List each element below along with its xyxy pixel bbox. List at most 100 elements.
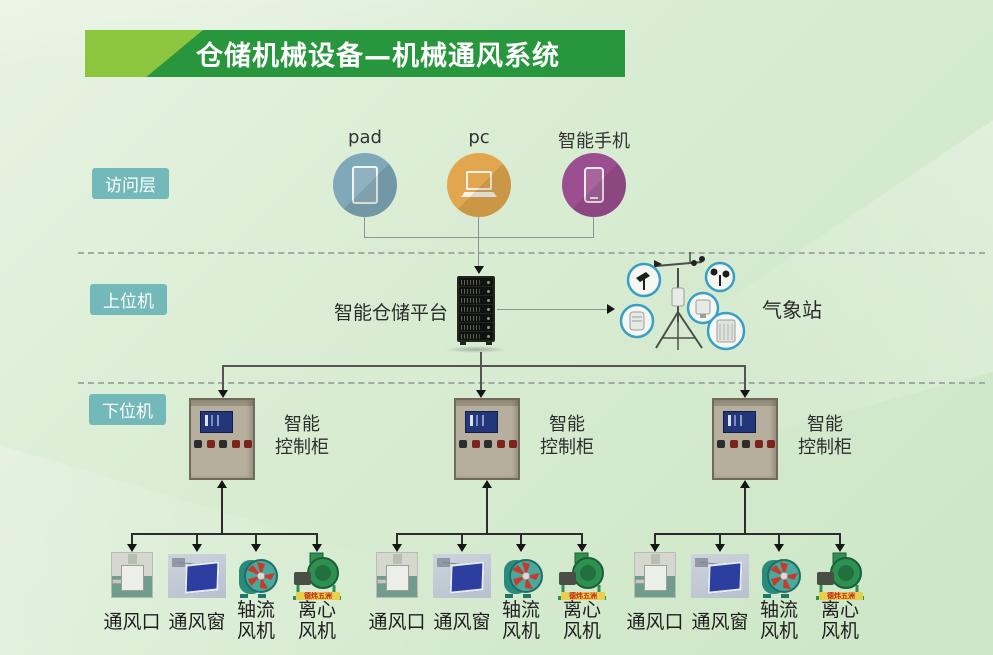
pad-label: pad bbox=[348, 127, 382, 148]
equipment-group: 德炜五洲 通风口 通风窗 轴流 风机 离心 风机 bbox=[626, 478, 876, 655]
connector-line bbox=[497, 309, 607, 310]
tree-line bbox=[744, 488, 746, 534]
tree-line bbox=[486, 488, 488, 534]
platform-label: 智能仓储平台 bbox=[333, 302, 448, 324]
cabinet-screen bbox=[723, 411, 756, 433]
arrowhead-up bbox=[217, 480, 227, 488]
device-label: 通风窗 bbox=[691, 611, 749, 633]
weather-station-label: 气象站 bbox=[762, 298, 822, 322]
page-title: 仓储机械设备—机械通风系统 bbox=[196, 41, 560, 72]
cabinet-label: 智能 控制柜 bbox=[540, 414, 594, 458]
cabinet-buttons bbox=[459, 440, 517, 448]
connector-line bbox=[480, 352, 482, 366]
server-shadow bbox=[444, 346, 508, 353]
tablet-icon bbox=[352, 166, 378, 204]
arrowhead-down bbox=[516, 544, 526, 552]
device-label: 轴流 风机 bbox=[501, 599, 540, 642]
arrowhead-down bbox=[218, 390, 228, 398]
vent-image bbox=[634, 552, 676, 598]
weather-station-icon bbox=[619, 252, 746, 351]
arrowhead-down bbox=[650, 544, 660, 552]
tree-bus bbox=[397, 533, 583, 535]
vent-image bbox=[111, 552, 153, 598]
connector-line bbox=[593, 217, 594, 237]
arrowhead-down bbox=[835, 544, 845, 552]
connector-line bbox=[478, 217, 479, 266]
smartphone-icon bbox=[584, 167, 604, 203]
connector-bus bbox=[364, 237, 594, 238]
axial-fan-image bbox=[755, 552, 803, 604]
cabinet-buttons bbox=[194, 440, 252, 448]
server-slot bbox=[459, 278, 493, 286]
device-label: 通风窗 bbox=[433, 611, 491, 633]
smartphone-label: 智能手机 bbox=[558, 131, 630, 152]
arrowhead-down bbox=[192, 544, 202, 552]
device-label: 轴流 风机 bbox=[236, 599, 275, 642]
axial-fan-image bbox=[232, 552, 280, 604]
title-banner: 仓储机械设备—机械通风系统 bbox=[85, 30, 625, 77]
server-slot bbox=[459, 287, 493, 295]
server-slot bbox=[459, 323, 493, 331]
device-label: 离心 风机 bbox=[562, 599, 601, 642]
layer-chip-lower: 下位机 bbox=[89, 394, 166, 425]
arrowhead-down bbox=[715, 544, 725, 552]
server-slot bbox=[459, 296, 493, 304]
server-rack-icon bbox=[457, 276, 495, 342]
device-label: 通风窗 bbox=[168, 611, 226, 633]
arrowhead-up bbox=[482, 480, 492, 488]
ventilation-window-image bbox=[168, 554, 226, 598]
layer-separator bbox=[78, 252, 985, 254]
arrowhead-down bbox=[251, 544, 261, 552]
laptop-icon bbox=[461, 171, 497, 199]
device-label: 通风口 bbox=[626, 611, 684, 633]
arrowhead-down bbox=[740, 390, 750, 398]
connector-line bbox=[222, 365, 224, 391]
arrowhead-down bbox=[774, 544, 784, 552]
device-label: 轴流 风机 bbox=[759, 599, 798, 642]
arrowhead-up bbox=[740, 480, 750, 488]
arrowhead-down bbox=[127, 544, 137, 552]
pc-circle bbox=[447, 153, 511, 217]
connector-bus bbox=[222, 365, 746, 367]
connector-line bbox=[744, 365, 746, 391]
server-slot bbox=[459, 314, 493, 322]
server-feet bbox=[460, 342, 492, 345]
arrowhead-right bbox=[607, 304, 615, 314]
cabinet-screen bbox=[200, 411, 233, 433]
device-label: 通风口 bbox=[368, 611, 426, 633]
layer-chip-access: 访问层 bbox=[92, 168, 169, 199]
device-label: 离心 风机 bbox=[297, 599, 336, 642]
control-cabinet bbox=[712, 398, 778, 480]
pc-label: pc bbox=[468, 127, 490, 148]
smartphone-circle bbox=[562, 153, 626, 217]
device-label: 通风口 bbox=[103, 611, 161, 633]
cabinet-buttons bbox=[717, 440, 775, 448]
pad-circle bbox=[333, 153, 397, 217]
centrifugal-fan-image: 德炜五洲 bbox=[290, 552, 344, 606]
arrowhead-down bbox=[476, 390, 486, 398]
tree-line bbox=[221, 488, 223, 534]
device-label: 离心 风机 bbox=[820, 599, 859, 642]
equipment-group: 德炜五洲 通风口 通风窗 轴流 风机 离心 风机 bbox=[368, 478, 618, 655]
fan-brand-watermark: 德炜五洲 bbox=[819, 592, 863, 600]
vent-image bbox=[376, 552, 418, 598]
layer-separator bbox=[78, 382, 985, 384]
ventilation-window-image bbox=[433, 554, 491, 598]
equipment-group: 德炜五洲 通风口 通风窗 轴流 风机 离心 风机 bbox=[103, 478, 353, 655]
cabinet-screen bbox=[465, 411, 498, 433]
arrowhead-down bbox=[577, 544, 587, 552]
tree-bus bbox=[132, 533, 318, 535]
centrifugal-fan-image: 德炜五洲 bbox=[555, 552, 609, 606]
connector-line bbox=[364, 217, 365, 237]
axial-fan-image bbox=[497, 552, 545, 604]
arrowhead-down bbox=[457, 544, 467, 552]
tree-bus bbox=[655, 533, 841, 535]
server-slot bbox=[459, 332, 493, 340]
ventilation-window-image bbox=[691, 554, 749, 598]
cabinet-label: 智能 控制柜 bbox=[275, 414, 329, 458]
server-slot bbox=[459, 305, 493, 313]
arrowhead-down bbox=[312, 544, 322, 552]
arrowhead-down bbox=[474, 266, 484, 274]
layer-chip-upper: 上位机 bbox=[90, 284, 167, 315]
